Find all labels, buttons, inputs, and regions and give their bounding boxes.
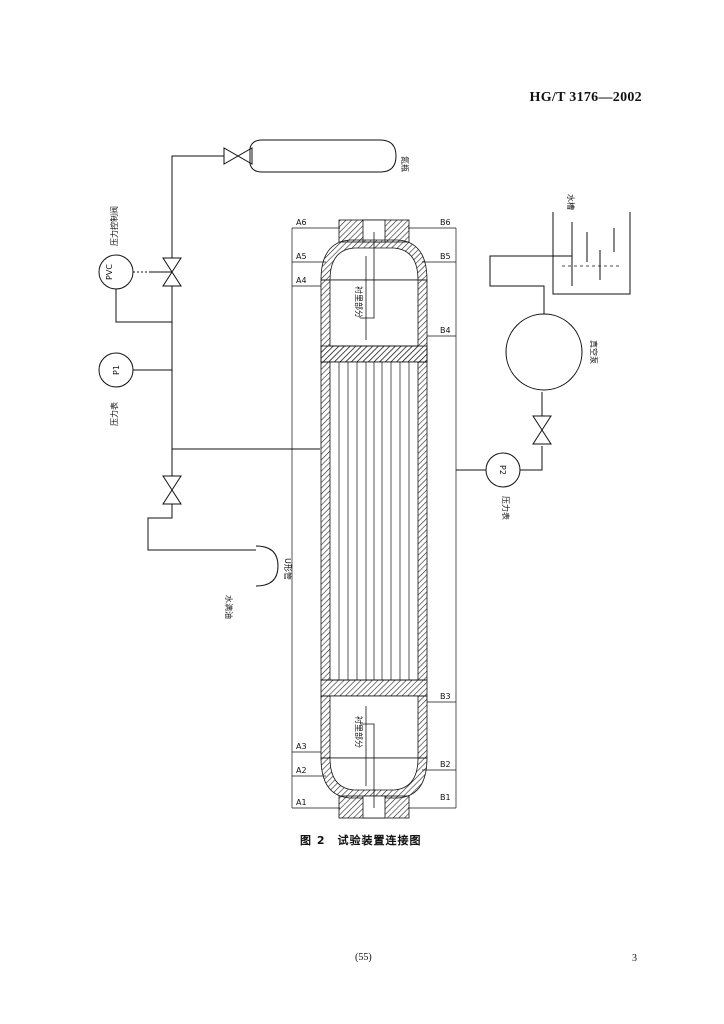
p1-label: P1 <box>112 365 121 375</box>
internal-probes <box>360 232 375 808</box>
p2-label: P2 <box>498 465 507 475</box>
marker-a3: A3 <box>296 742 307 751</box>
lining-top-label: 衬里部分 <box>354 286 364 318</box>
p1-caption: 压力表 <box>109 402 119 426</box>
marker-b4: B4 <box>440 326 451 335</box>
water-tank: 水槽 <box>552 194 631 295</box>
p2-caption: 压力表 <box>501 496 511 520</box>
vacuum-pump: 真空泵 <box>505 313 599 391</box>
figure-title: 试验装置连接图 <box>337 834 422 847</box>
nitrogen-bottle-label: 氮瓶 <box>400 156 410 172</box>
marker-b6: B6 <box>440 218 451 227</box>
tube-bundle <box>338 362 410 680</box>
water-tank-line <box>489 255 572 314</box>
water-seal-label: 水满油 <box>224 595 234 619</box>
marker-a5: A5 <box>296 252 307 261</box>
left-dimension-lines <box>291 227 340 809</box>
pvc-label: PVC <box>105 264 114 280</box>
right-dimension-lines <box>408 227 457 809</box>
marker-a2: A2 <box>296 766 307 775</box>
drain-valve-icon <box>162 474 182 505</box>
vacuum-valve-icon <box>532 415 552 445</box>
marker-b2: B2 <box>440 760 451 769</box>
page-number: 3 <box>632 953 637 964</box>
pvc-feedback-line <box>115 289 172 323</box>
standard-code: HG/T 3176—2002 <box>529 90 642 105</box>
pressure-control-text: 压力控制阀 <box>109 206 119 246</box>
marker-b1: B1 <box>440 793 451 802</box>
marker-a6: A6 <box>296 218 307 227</box>
center-page-number: (55) <box>355 952 372 963</box>
pressure-control-valve-icon <box>150 256 182 287</box>
vacuum-pump-label: 真空泵 <box>589 340 599 364</box>
figure-number: 图 2 <box>300 834 326 847</box>
pvc-controller: PVC 压力控制阀 <box>98 206 150 290</box>
marker-a4: A4 <box>296 276 307 285</box>
pump-line <box>520 446 543 471</box>
figure-caption: 图 2 试验装置连接图 <box>300 832 421 848</box>
nitrogen-bottle: 氮瓶 <box>249 139 410 173</box>
water-tank-label: 水槽 <box>566 194 576 210</box>
u-tube-label: U形管 <box>283 558 293 580</box>
nitrogen-line <box>171 155 224 256</box>
pressure-gauge-p1: P1 压力表 <box>98 352 172 426</box>
pressure-gauge-p2: P2 压力表 <box>485 452 521 520</box>
marker-a1: A1 <box>296 798 307 807</box>
u-tube-line <box>147 504 256 551</box>
marker-b5: B5 <box>440 252 451 261</box>
lining-bottom-label: 衬里部分 <box>354 716 364 748</box>
nitrogen-valve-icon <box>223 147 253 165</box>
marker-b3: B3 <box>440 692 451 701</box>
